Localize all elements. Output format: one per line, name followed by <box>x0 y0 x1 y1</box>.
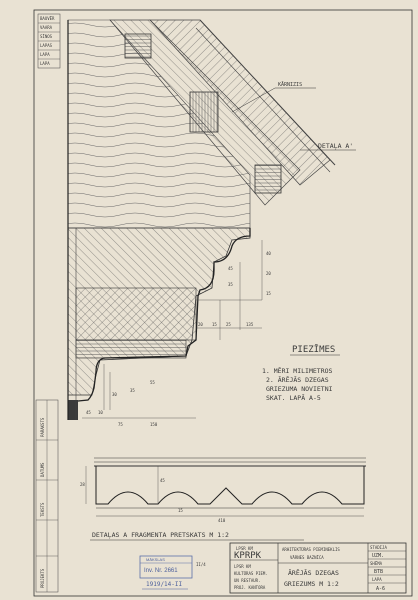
notes-block: PIEZĪMES 1. MĒRI MILIMETROS 2. ĀRĒJĀS DZ… <box>262 344 340 402</box>
fragment-dim-2: 410 <box>218 518 226 523</box>
top-left-stamp: BAUVĒR VAARA SĪNOS LAPAS LAPA LAPA <box>37 13 61 69</box>
label-karnizs: KĀRNIZIS <box>278 81 302 88</box>
dim-12: 45 <box>86 410 91 415</box>
cornice-profile-outline <box>67 228 251 403</box>
fragment-dim-3: 15 <box>178 508 183 513</box>
side-stamp-0: BAUVĒR <box>40 16 55 21</box>
dim-3: 45 <box>228 266 233 271</box>
note-line-1: 2. ĀRĒJĀS DZEGAS <box>266 375 329 384</box>
dim-13: 10 <box>98 410 103 415</box>
side-stamp-5: LAPA <box>40 61 50 66</box>
dim-14: 75 <box>118 422 123 427</box>
org-sub-2: UN RESTAUR. <box>234 578 261 583</box>
fragment-elevation: 28 45 410 15 <box>80 457 366 523</box>
dim-8: 135 <box>246 322 254 327</box>
fragment-caption: DETAĻAS A FRAGMENTA PRETSKATS M 1:2 <box>92 531 229 540</box>
left-strip-2: TEKSTS <box>40 502 45 517</box>
cornice-section-drawing <box>67 19 336 420</box>
dim-11: 30 <box>112 392 117 397</box>
dim-10: 35 <box>130 388 135 393</box>
side-stamp-2: SĪNOS <box>40 34 53 39</box>
label-detala-a: DETAĻA A' <box>318 142 353 151</box>
dim-1: 20 <box>266 271 271 276</box>
left-ledger-strip: PARAKSTS DATUMS TEKSTS PROJEKTS <box>35 399 59 593</box>
drawing-line-0: ĀRĒJĀS DZEGAS <box>288 568 339 577</box>
drawing-line-1: GRIEZUMS M 1:2 <box>284 580 339 588</box>
dim-6: 15 <box>212 322 217 327</box>
title-block: LPSR KM KPRPK LPSR KM KULTŪRAS PIEM. UN … <box>229 542 407 594</box>
org-sub-3: PROJ. KANTORA <box>234 585 266 590</box>
org-top: LPSR KM <box>236 546 253 551</box>
side-stamp-1: VAARA <box>40 25 53 30</box>
side-stamp-4: LAPA <box>40 52 50 57</box>
stamp-line-3: 1919/14-II <box>146 581 183 588</box>
right-cell-4: LAPA <box>372 577 382 582</box>
stamp-tag: II/4 <box>196 562 206 567</box>
base-block <box>68 400 78 420</box>
org-name: KPRPK <box>234 551 262 561</box>
right-cell-1: UZM. <box>372 553 384 559</box>
side-stamp-3: LAPAS <box>40 43 53 48</box>
note-line-3: SKAT. LAPĀ A-5 <box>266 393 321 402</box>
fragment-dim-1: 45 <box>160 478 165 483</box>
left-strip-3: PROJEKTS <box>40 568 45 588</box>
org-sub-1: KULTŪRAS PIEM. <box>234 571 268 576</box>
dim-2: 15 <box>266 291 271 296</box>
dim-5: 20 <box>198 322 203 327</box>
profile-dimensions: 40 20 15 45 35 20 15 25 135 55 35 30 45 … <box>82 240 271 427</box>
fragment-arcade-outline <box>95 466 365 505</box>
dim-15: 150 <box>150 422 158 427</box>
right-cell-0: STADIJA <box>370 545 387 550</box>
dim-4: 35 <box>228 282 233 287</box>
note-line-0: 1. MĒRI MILIMETROS <box>262 366 333 375</box>
stamp-line-2: Inv. Nr. 2661 <box>144 568 178 574</box>
note-line-2: GRIEZUMA NOVIETNI <box>266 385 333 393</box>
org-sub-0: LPSR KM <box>234 564 251 569</box>
dim-9: 55 <box>150 380 155 385</box>
left-strip-0: PARAKSTS <box>40 417 45 437</box>
right-cell-3: BTB <box>374 569 383 575</box>
notes-title: PIEZĪMES <box>292 344 335 355</box>
fragment-dim-0: 28 <box>80 482 85 487</box>
section-labels: KĀRNIZIS DETAĻA A' <box>231 81 356 151</box>
dim-0: 40 <box>266 251 271 256</box>
stamp-line-1: MĀKSLAS <box>146 557 165 562</box>
project-line-1: VĀRNES BAZNĪCA <box>290 555 324 560</box>
sheet-frame <box>33 9 413 597</box>
dim-7: 25 <box>226 322 231 327</box>
right-cell-5: A-6 <box>376 586 385 592</box>
right-cell-2: SHĒMA <box>370 561 383 566</box>
archive-stamp: MĀKSLAS Inv. Nr. 2661 1919/14-II II/4 <box>139 555 206 590</box>
left-strip-1: DATUMS <box>40 462 45 477</box>
project-line-0: ARHITEKTŪRAS PIEMINEKLIS <box>282 547 340 552</box>
